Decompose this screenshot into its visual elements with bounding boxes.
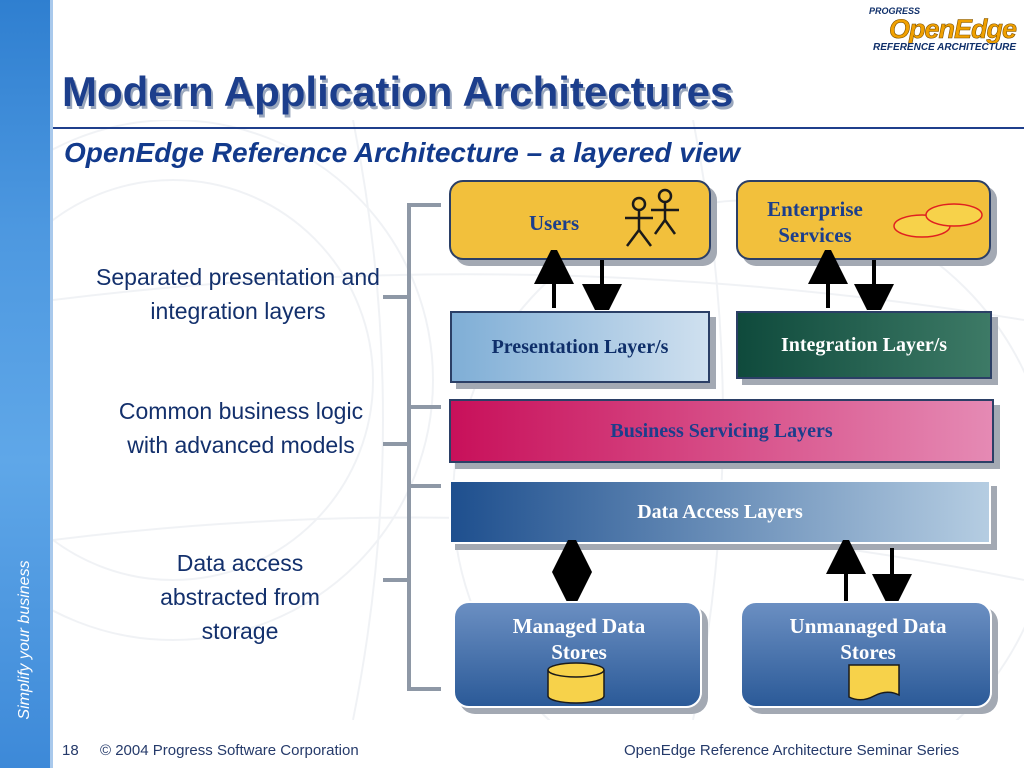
openedge-logo: PROGRESS OpenEdge REFERENCE ARCHITECTURE [868, 6, 1017, 53]
unmanaged-data-stores-box: Unmanaged Data Stores [740, 601, 992, 708]
label-presentation-integration: Separated presentation and integration l… [96, 264, 380, 324]
page-number: 18 [62, 742, 79, 759]
enterprise-services-label: Enterprise Services [767, 197, 863, 247]
copyright-text: © 2004 Progress Software Corporation [100, 742, 359, 759]
integration-layer-box: Integration Layer/s [736, 311, 992, 379]
presentation-layer-label: Presentation Layer/s [491, 336, 669, 358]
bottom-arrows [552, 540, 912, 604]
data-access-box: Data Access Layers [449, 480, 991, 544]
users-icon [625, 188, 679, 247]
slide-subtitle: OpenEdge Reference Architecture – a laye… [64, 137, 740, 168]
users-box: Users [449, 180, 711, 260]
seminar-series-text: OpenEdge Reference Architecture Seminar … [624, 742, 960, 759]
business-servicing-label: Business Servicing Layers [610, 420, 833, 442]
data-access-label: Data Access Layers [637, 501, 803, 523]
title-underline [53, 127, 1024, 129]
integration-layer-label: Integration Layer/s [780, 334, 948, 356]
business-servicing-box: Business Servicing Layers [449, 399, 994, 463]
enterprise-services-box: Enterprise Services [736, 180, 991, 260]
bracket-business-connector [383, 442, 411, 446]
document-icon [848, 664, 900, 701]
database-cylinder-icon [547, 662, 605, 704]
sidebar-slogan: Simplify your business [16, 560, 33, 720]
bracket-top-tick [407, 203, 441, 207]
unmanaged-data-stores-label: Unmanaged Data Stores [789, 614, 947, 664]
coins-icon [893, 203, 983, 238]
bracket-spine [407, 203, 411, 691]
label-business-logic: Common business logic with advanced mode… [118, 398, 364, 458]
bracket-data-top-tick [407, 484, 441, 488]
users-label: Users [529, 211, 580, 235]
managed-data-stores-box: Managed Data Stores [453, 601, 702, 708]
bracket-data-connector [383, 578, 411, 582]
sidebar-divider [50, 0, 53, 768]
sidebar [0, 0, 50, 768]
label-data-access: Data access abstracted from storage [160, 550, 320, 644]
bracket-business-top-tick [407, 405, 441, 409]
bracket-bottom-tick [407, 687, 441, 691]
top-arrows [534, 250, 894, 310]
bracket-presentation-connector [383, 295, 411, 299]
slide-title: Modern Application Architectures [62, 68, 734, 115]
managed-data-stores-label: Managed Data Stores [512, 614, 646, 664]
presentation-layer-box: Presentation Layer/s [450, 311, 710, 383]
